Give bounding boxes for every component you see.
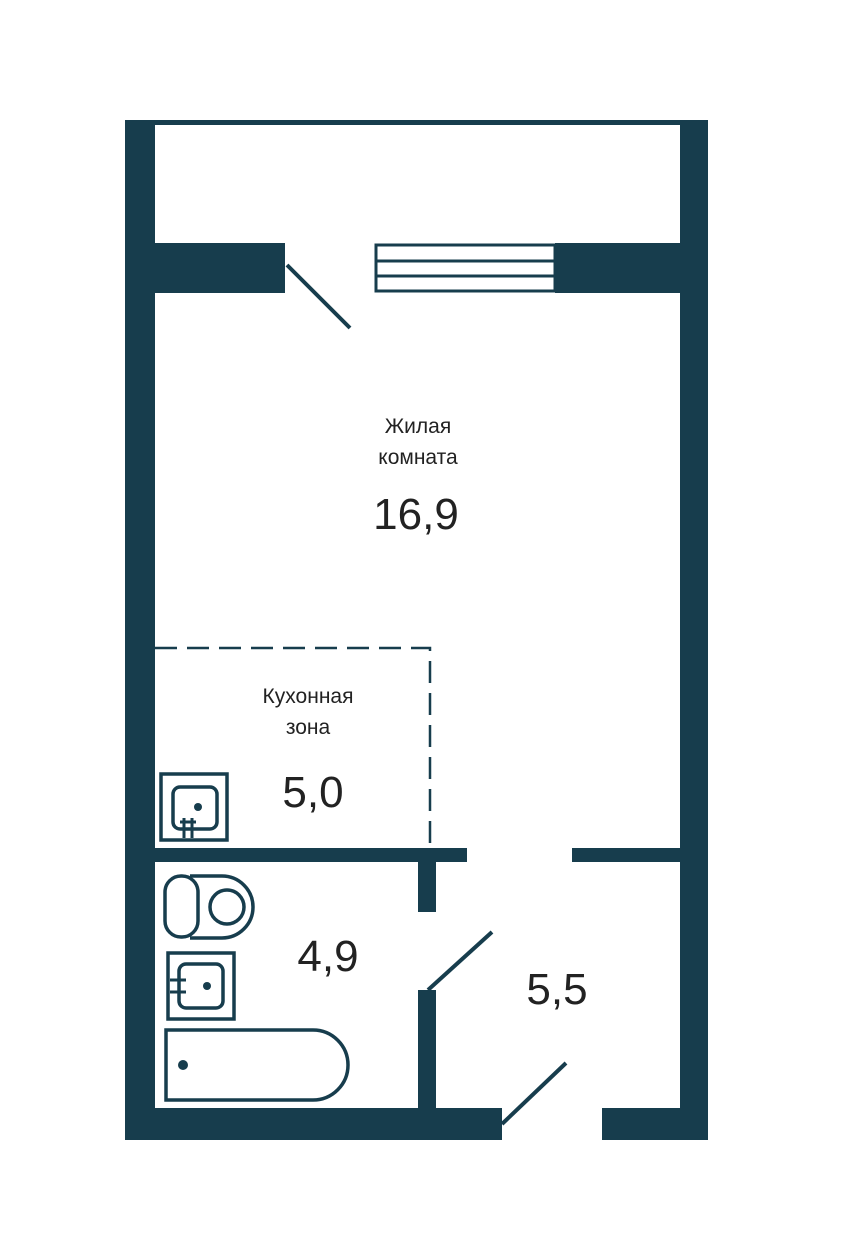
bathroom-door: [426, 930, 494, 992]
entrance-door: [500, 1061, 568, 1126]
kitchen-zone-boundary: [155, 646, 432, 848]
bathtub-icon: [164, 1028, 350, 1102]
living-room-name-line2: комната: [378, 446, 458, 469]
balcony-wall-left: [125, 243, 285, 293]
walls: [125, 120, 708, 1140]
bottom-wall-left: [125, 1108, 502, 1140]
balcony-door: [285, 263, 352, 330]
living-room-label: Жилая комната: [378, 411, 457, 473]
bathroom-wall-lower: [418, 990, 436, 1110]
kitchen-zone-name-line1: Кухонная: [262, 685, 354, 708]
balcony-top-rail: [155, 120, 680, 125]
living-room-area: 16,9: [373, 490, 459, 539]
middle-wall-right: [572, 848, 708, 862]
middle-wall-left: [155, 848, 467, 862]
hallway-area: 5,5: [526, 965, 588, 1014]
toilet-icon: [163, 874, 255, 940]
bathroom-wall-upper: [418, 862, 436, 912]
window: [374, 243, 557, 293]
bottom-wall-right: [602, 1108, 708, 1140]
kitchen-zone-name-line2: зона: [285, 716, 331, 739]
kitchen-zone-area: 5,0: [282, 768, 344, 817]
kitchen-zone-label: Кухонная зона: [263, 681, 354, 743]
kitchen-sink-icon: [159, 772, 229, 842]
balcony-wall-right: [555, 243, 708, 293]
bathroom-sink-icon: [166, 951, 236, 1021]
living-room-name-line1: Жилая: [384, 415, 452, 438]
bathroom-area: 4,9: [297, 932, 359, 981]
